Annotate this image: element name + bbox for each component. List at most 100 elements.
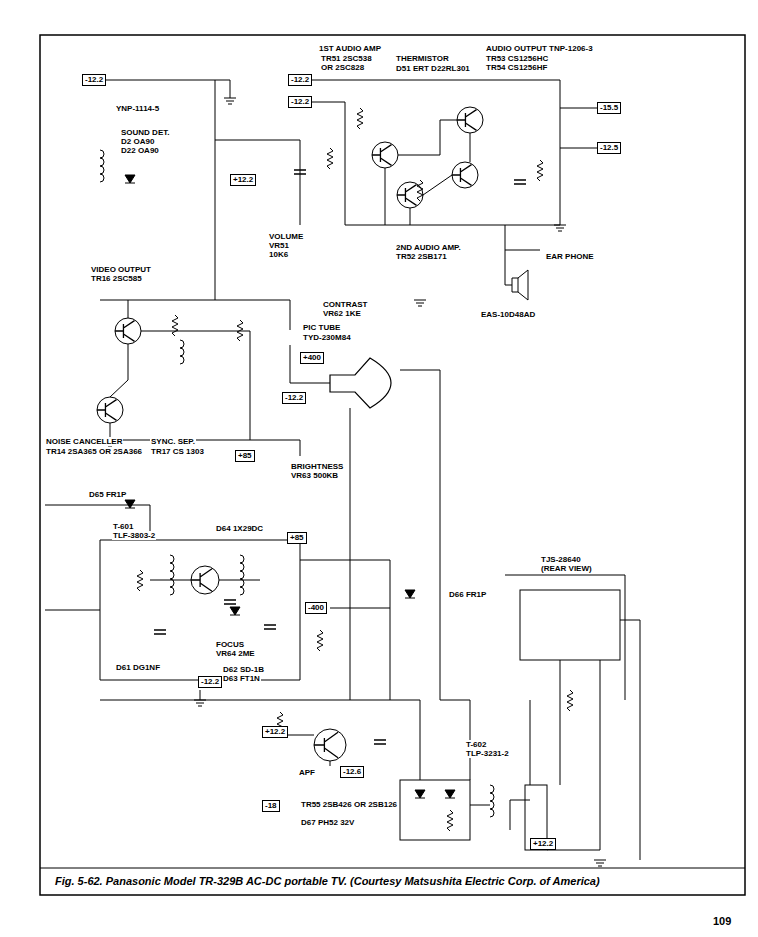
part-label: VR62 1KE — [322, 309, 362, 318]
wire — [110, 344, 128, 397]
transistor-leads — [97, 400, 117, 421]
part-label: (REAR VIEW) — [540, 564, 593, 573]
resistor-symbol — [327, 148, 333, 169]
wire — [330, 608, 390, 609]
voltage-label: +400 — [303, 353, 321, 363]
part-label: TR55 2SB426 OR 2SB126 — [300, 800, 398, 809]
page-frame — [40, 35, 745, 895]
transistor-leads — [314, 732, 338, 758]
transistor-body — [314, 729, 346, 761]
voltage-box: +400 — [300, 352, 324, 364]
wire — [100, 540, 300, 680]
voltage-label: +85 — [290, 533, 304, 543]
wire — [288, 735, 314, 736]
ground-symbol — [414, 300, 426, 306]
resistor-symbol — [447, 810, 453, 831]
wire — [290, 345, 330, 383]
voltage-box: +12.2 — [230, 174, 256, 186]
part-label: TR53 CS1256HC — [485, 54, 549, 63]
transistor-symbol — [97, 397, 123, 423]
wire — [560, 80, 597, 108]
resistor-symbol — [537, 160, 543, 181]
resistor-symbol — [357, 108, 363, 129]
wire — [330, 761, 331, 766]
wire — [620, 620, 640, 860]
transistor-leads — [457, 110, 477, 131]
part-label: YNP-1114-5 — [115, 104, 160, 113]
resistor-symbol — [172, 315, 178, 336]
part-label: T-601 — [112, 522, 134, 531]
transistor-leads — [397, 185, 417, 206]
voltage-label: -12.2 — [285, 393, 303, 403]
wire — [385, 168, 386, 225]
transistor-symbol — [452, 162, 478, 188]
wire — [560, 108, 597, 148]
transistor-symbol — [314, 729, 346, 761]
voltage-box: -12.2 — [288, 96, 312, 108]
resistor-symbol — [317, 630, 323, 651]
wire — [530, 700, 531, 785]
ground-symbol — [554, 225, 566, 231]
resistor-symbol — [137, 570, 143, 591]
wire — [505, 225, 512, 285]
part-label: TJS-28640 — [540, 555, 582, 564]
part-label: D61 DG1NF — [115, 663, 161, 672]
transistor-leads — [115, 321, 135, 342]
wire — [345, 180, 560, 225]
transistor-symbol — [372, 142, 398, 168]
voltage-box: -12.2 — [288, 74, 312, 86]
voltage-box: -12.2 — [82, 74, 106, 86]
wire — [312, 102, 345, 180]
part-label: OR 2SC828 — [320, 63, 365, 72]
transistor-symbol — [457, 107, 483, 133]
diode-symbol — [415, 790, 425, 798]
voltage-label: +12.2 — [233, 175, 253, 185]
voltage-label: +12.2 — [533, 839, 553, 849]
transistor-body — [191, 566, 219, 594]
capacitor-symbol — [154, 630, 166, 634]
transistor-body — [397, 182, 423, 208]
part-label: 1ST AUDIO AMP — [318, 44, 382, 53]
part-label: D67 PH52 32V — [300, 818, 355, 827]
part-label: T-602 — [465, 740, 487, 749]
resistor-symbol — [237, 320, 243, 341]
part-label: BRIGHTNESS — [290, 462, 344, 471]
wire — [215, 140, 300, 225]
part-label: SOUND DET. — [120, 128, 170, 137]
picture-tube-symbol — [330, 358, 391, 408]
socket-outline — [520, 590, 620, 660]
wire — [547, 660, 600, 850]
resistor-symbol — [417, 180, 423, 201]
bridge-rectifier — [400, 780, 470, 840]
capacitor-symbol — [374, 740, 386, 744]
wire — [560, 660, 561, 785]
voltage-box: +85 — [235, 450, 255, 462]
wire — [100, 300, 290, 330]
wire — [510, 800, 530, 830]
wire — [470, 133, 471, 162]
voltage-label: -400 — [308, 603, 324, 613]
wire — [300, 560, 390, 700]
voltage-label: -12.2 — [291, 75, 309, 85]
part-label: VR51 — [268, 241, 290, 250]
diode-symbol — [230, 607, 240, 615]
caption-rule — [40, 868, 745, 869]
voltage-box: -15.5 — [597, 102, 621, 114]
part-label: SYNC. SEP. — [150, 437, 196, 446]
voltage-box: -12.2 — [282, 392, 306, 404]
part-label: D66 FR1P — [448, 590, 487, 599]
part-label: 10K6 — [268, 250, 289, 259]
part-label: CONTRAST — [322, 300, 368, 309]
voltage-label: -12.6 — [343, 767, 361, 777]
wire — [398, 120, 457, 155]
wire — [128, 300, 129, 318]
wire — [150, 580, 191, 581]
part-label: TLP-3231-2 — [465, 749, 510, 758]
ground-symbol — [194, 700, 206, 706]
wire — [100, 700, 420, 780]
wire — [105, 80, 230, 81]
coil-symbol — [100, 150, 104, 182]
part-label: D63 FT1N — [222, 674, 261, 683]
part-label: PIC TUBE — [302, 323, 341, 332]
